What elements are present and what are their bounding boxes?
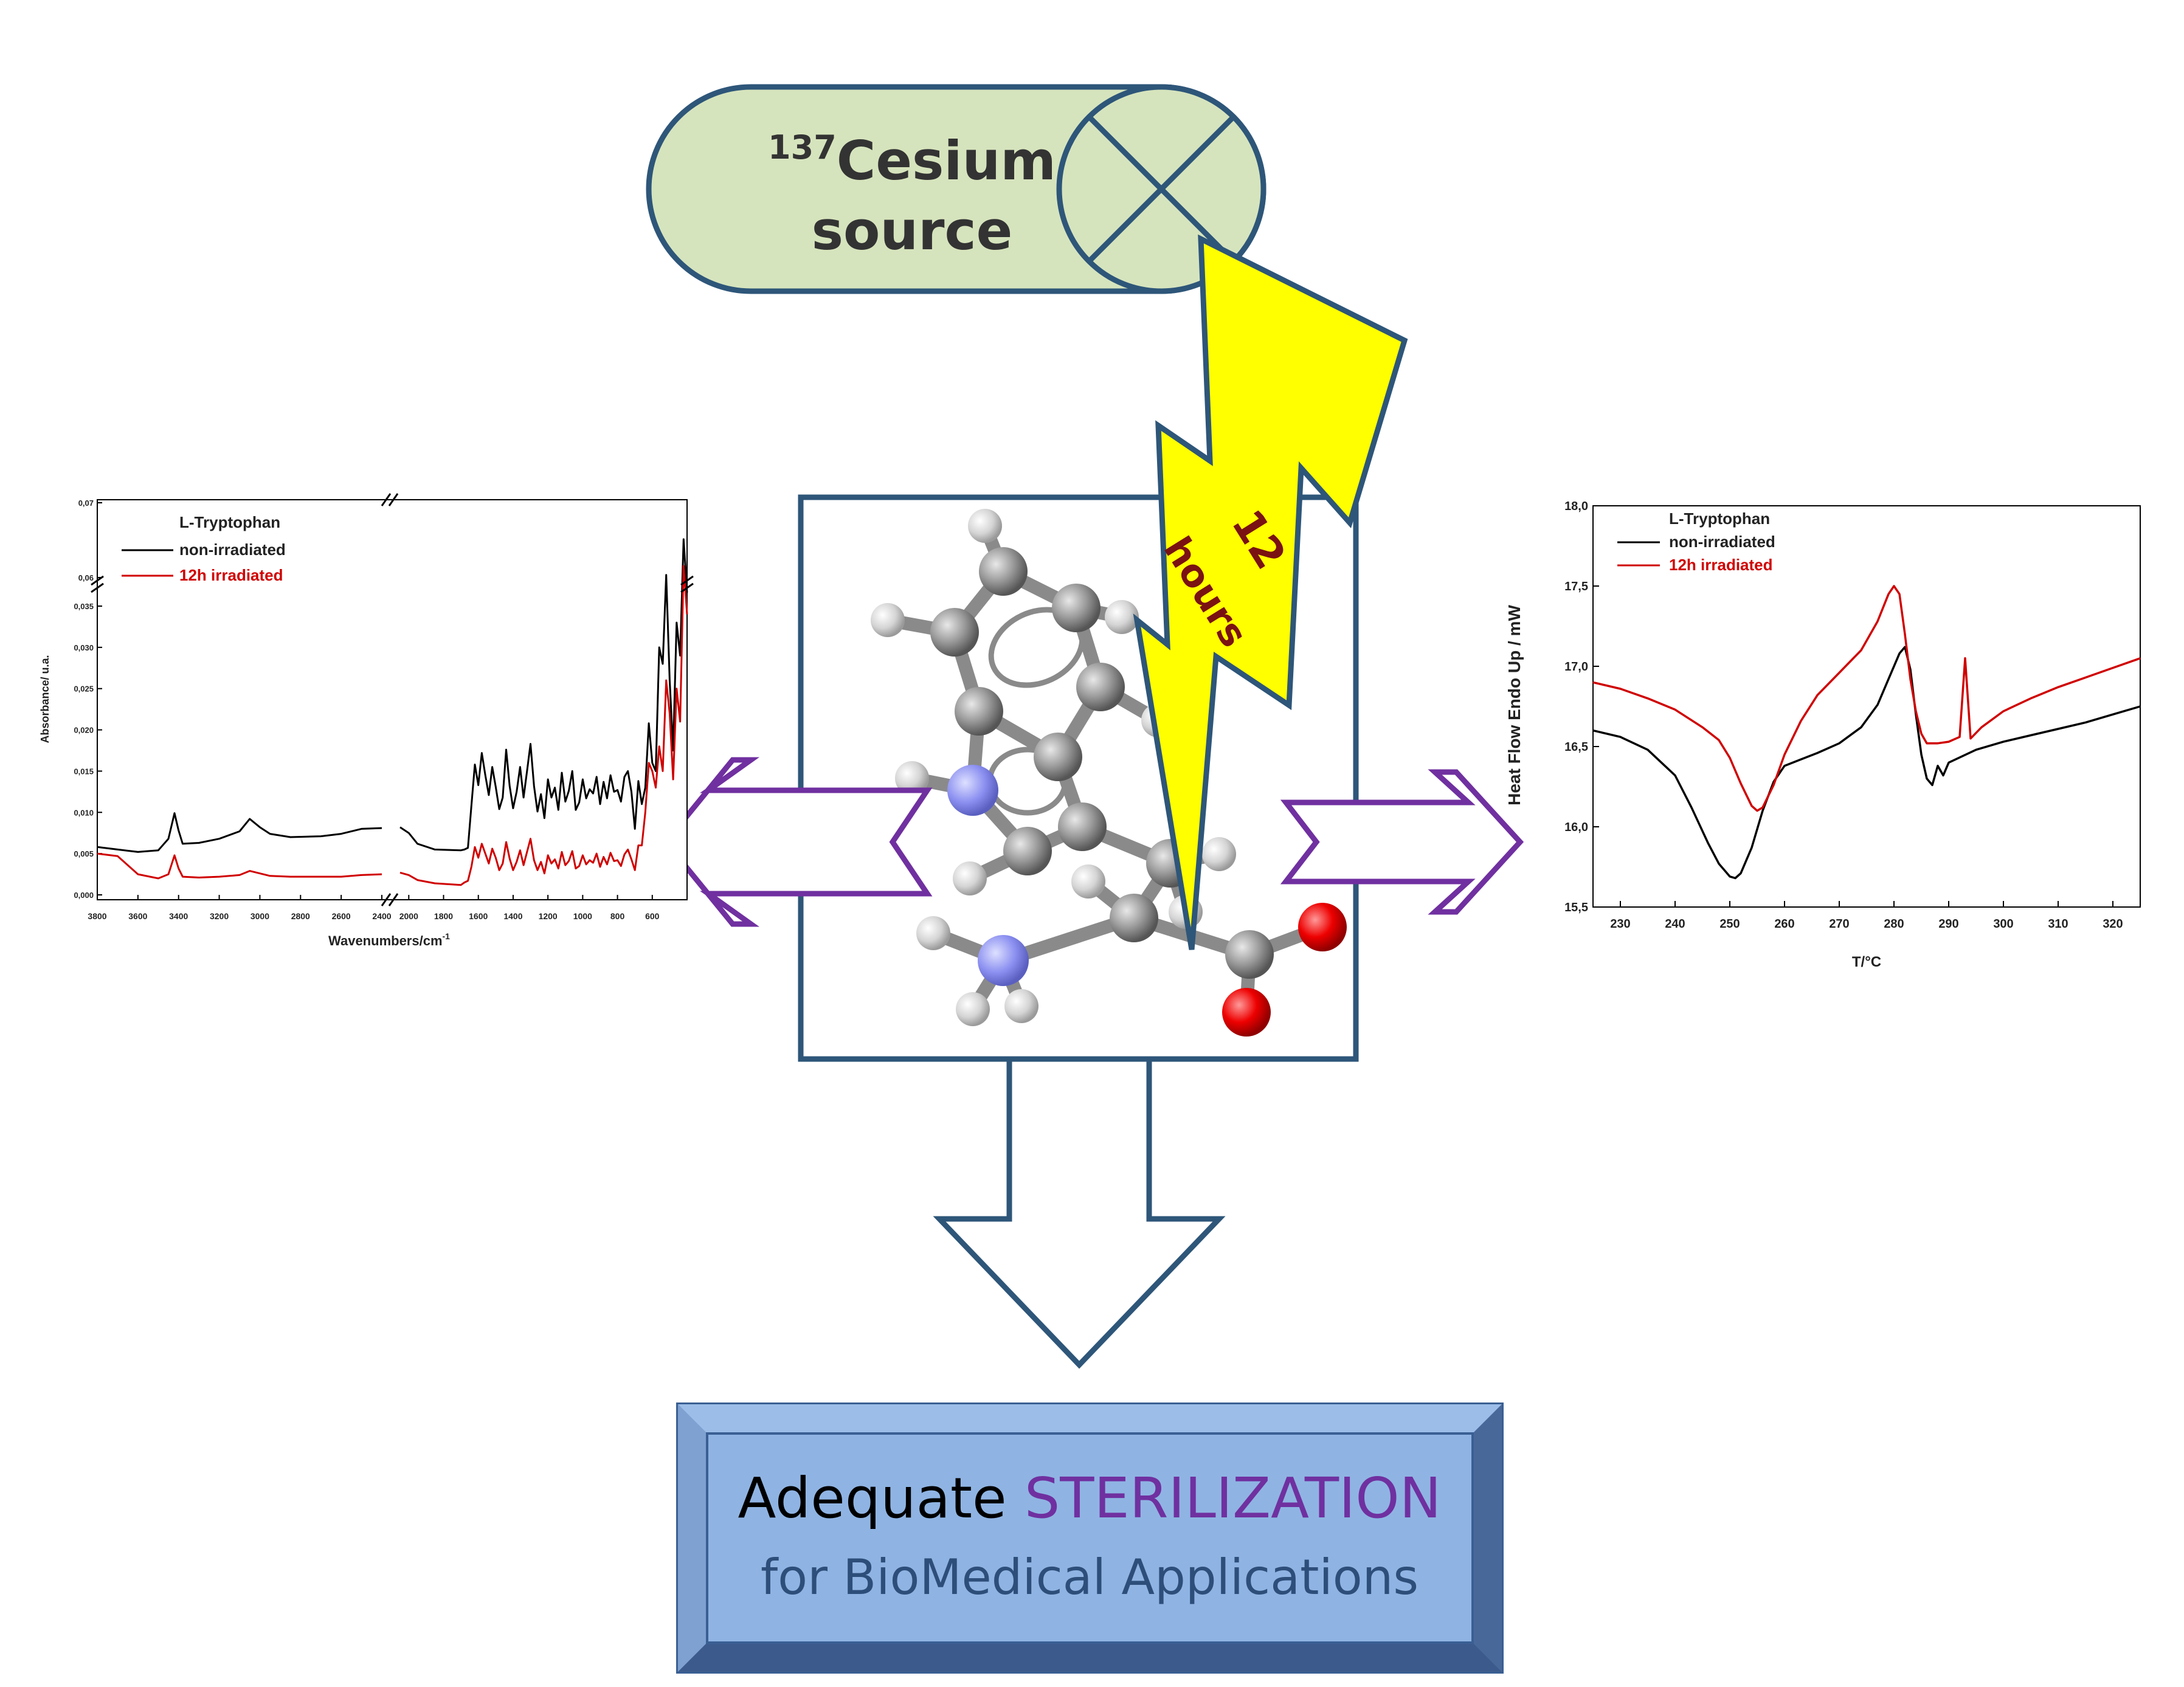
arrow-down xyxy=(933,1056,1226,1369)
ir-y-tick-label: 0,025 xyxy=(74,685,94,694)
dsc-series-line-1 xyxy=(1592,646,2141,880)
ir-x-tick-label: 3600 xyxy=(128,911,147,921)
dsc-x-tick-label: 270 xyxy=(1829,917,1849,931)
dsc-x-tick-label: 230 xyxy=(1610,917,1630,931)
dsc-y-tick-label: 16,0 xyxy=(1564,821,1588,834)
ir-y-tick-label: 0,030 xyxy=(74,643,94,652)
dsc-y-tick-label: 16,5 xyxy=(1564,740,1588,754)
ir-x-tick-label: 3000 xyxy=(251,911,269,921)
ir-x-tick-label: 2800 xyxy=(291,911,310,921)
dsc-y-tick-label: 18,0 xyxy=(1564,500,1588,513)
bolt-shape xyxy=(1133,234,1408,950)
dsc-plot-frame xyxy=(1592,505,2141,908)
dsc-x-tick-label: 310 xyxy=(2048,917,2068,931)
ir-y-tick-label: 0,005 xyxy=(74,849,94,858)
molecule-panel xyxy=(798,494,1359,1062)
dsc-y-tick-label: 15,5 xyxy=(1564,901,1588,914)
result-title: Adequate STERILIZATION xyxy=(738,1466,1442,1531)
dsc-x-tick-label: 290 xyxy=(1938,917,1958,931)
ir-y-tick-label: 0,035 xyxy=(74,602,94,611)
ir-x-tick-label: 1600 xyxy=(469,911,488,921)
ir-x-tick-label: 1400 xyxy=(503,911,522,921)
dsc-x-tick-label: 300 xyxy=(1993,917,2013,931)
dsc-x-tick-label: 280 xyxy=(1884,917,1904,931)
ir-x-tick-label: 1200 xyxy=(539,911,558,921)
source-label-line2: source xyxy=(812,199,1013,262)
ir-x-tick-label: 3800 xyxy=(88,911,106,921)
ir-legend-title: L-Tryptophan xyxy=(179,513,280,531)
radiation-bolt: 12 hours xyxy=(1133,234,1408,950)
ir-x-tick-label: 800 xyxy=(610,911,625,921)
cesium-source: 137Cesium source xyxy=(646,84,1267,294)
dsc-x-tick-label: 250 xyxy=(1719,917,1740,931)
ir-y-tick-label: 0,000 xyxy=(74,891,94,900)
dsc-x-tick-label: 260 xyxy=(1774,917,1794,931)
arrow-right xyxy=(1280,769,1524,915)
ir-x-tick-label: 1800 xyxy=(434,911,453,921)
dsc-legend-series-1: non-irradiated xyxy=(1669,533,1775,551)
ir-legend-series-2: 12h irradiated xyxy=(179,566,283,584)
ir-series-line-1 xyxy=(97,812,382,853)
dsc-thermogram-chart: 230 240 250 260 270 280 290 300 310 320 18,0 17,5 17… xyxy=(1505,500,2141,970)
dsc-legend-series-2: 12h irradiated xyxy=(1669,556,1773,574)
ir-plot-frame xyxy=(97,499,688,900)
dsc-y-tick-label: 17,0 xyxy=(1564,660,1588,674)
result-box-face xyxy=(706,1432,1474,1644)
dsc-y-tick-label: 17,5 xyxy=(1564,580,1588,593)
dsc-y-axis-label: Heat Flow Endo Up / mW xyxy=(1505,605,1524,806)
ir-x-tick-label: 3200 xyxy=(210,911,229,921)
dsc-x-axis-label: T/°C xyxy=(1852,954,1881,970)
ir-x-tick-label: 1000 xyxy=(573,911,592,921)
result-box: Adequate STERILIZATION for BioMedical Ap… xyxy=(676,1402,1504,1674)
ir-x-tick-label: 2600 xyxy=(332,911,351,921)
dsc-x-tick-label: 320 xyxy=(2103,917,2123,931)
ir-series-line-1 xyxy=(399,538,688,852)
ir-y-tick-label: 0,07 xyxy=(78,499,94,508)
arrow-left xyxy=(662,757,933,927)
ir-y-axis-label: Absorbance/ u.a. xyxy=(39,655,51,743)
ir-series-line-2 xyxy=(399,565,688,886)
ir-y-tick-label: 0,06 xyxy=(78,573,94,582)
source-label-line1: 137Cesium xyxy=(768,128,1056,192)
ir-legend-series-1: non-irradiated xyxy=(179,540,286,559)
ir-x-tick-label: 2400 xyxy=(372,911,391,921)
ir-y-tick-label: 0,010 xyxy=(74,808,94,817)
ir-x-tick-label: 600 xyxy=(645,911,660,921)
ir-axis-breaks xyxy=(91,493,694,906)
ir-y-tick-label: 0,020 xyxy=(74,726,94,735)
ir-series-line-2 xyxy=(97,852,382,880)
ir-x-tick-label: 2000 xyxy=(399,911,418,921)
dsc-legend-title: L-Tryptophan xyxy=(1669,509,1770,528)
dsc-series-line-2 xyxy=(1592,585,2141,812)
source-cross-2 xyxy=(1087,114,1236,264)
dsc-x-tick-label: 240 xyxy=(1665,917,1685,931)
result-subtitle: for BioMedical Applications xyxy=(761,1549,1419,1606)
ir-y-tick-label: 0,015 xyxy=(74,767,94,776)
ir-x-tick-label: 3400 xyxy=(169,911,188,921)
ir-x-axis-label: Wavenumbers/cm-1 xyxy=(328,931,450,948)
ir-spectrum-chart: 3800 3600 3400 3200 3000 2800 2600 2400 2000 1800… xyxy=(39,493,694,948)
